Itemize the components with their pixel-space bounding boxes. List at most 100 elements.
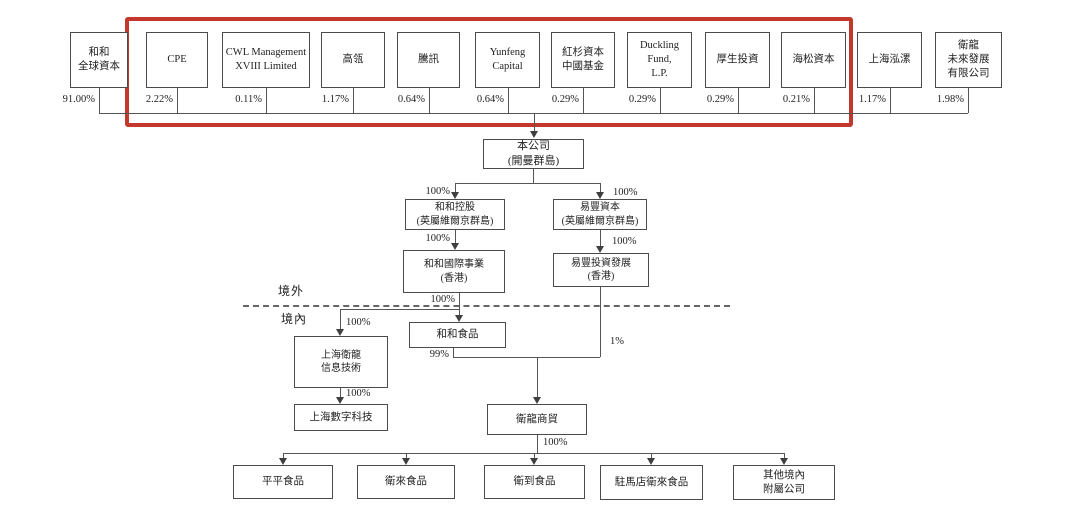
arrowhead-down-icon xyxy=(451,243,459,250)
shareholder-box-haisong: 海松資本 xyxy=(781,32,846,88)
connector-line xyxy=(660,88,662,113)
shareholder-box-shanghai-hong: 上海泓漯 xyxy=(857,32,922,88)
shanghai-digital-box: 上海數字科技 xyxy=(294,404,388,431)
connector-line xyxy=(283,453,285,458)
link-pct: 100% xyxy=(346,317,371,328)
shareholder-box-housheng: 厚生投資 xyxy=(705,32,770,88)
connector-line xyxy=(99,88,101,113)
connector-line xyxy=(814,88,816,113)
subsidiary-box-pingping: 平平食品 xyxy=(233,465,333,499)
arrowhead-down-icon xyxy=(336,329,344,336)
shareholder-box-tencent: 騰訊 xyxy=(397,32,460,88)
connector-line xyxy=(340,388,342,397)
shareholder-box-hillhouse: 高瓴 xyxy=(321,32,385,88)
weilong-trading-box: 衛龍商貿 xyxy=(487,404,587,435)
connector-line xyxy=(453,357,600,359)
hehe-food-box: 和和食品 xyxy=(409,322,506,348)
subsidiary-box-weidao: 衛到食品 xyxy=(484,465,585,499)
arrowhead-down-icon xyxy=(780,458,788,465)
connector-line xyxy=(738,88,740,113)
connector-line xyxy=(537,357,539,397)
connector-bus xyxy=(283,453,784,455)
hehe-intl-box: 和和國際事業 (香港) xyxy=(403,250,505,293)
link-pct: 100% xyxy=(543,437,568,448)
arrowhead-down-icon xyxy=(530,131,538,138)
connector-line xyxy=(455,183,600,185)
connector-line xyxy=(455,183,457,192)
connector-line xyxy=(583,88,585,113)
shareholder-box-cpe: CPE xyxy=(146,32,208,88)
link-pct: 1% xyxy=(610,336,624,347)
region-label-offshore: 境外 xyxy=(278,284,305,298)
connector-line xyxy=(508,88,510,113)
ownership-pct: 1.17% xyxy=(858,94,886,105)
ownership-pct: 0.29% xyxy=(551,94,579,105)
ownership-pct: 91.00% xyxy=(62,94,95,105)
shareholder-box-yunfeng: Yunfeng Capital xyxy=(475,32,540,88)
connector-bus xyxy=(99,113,968,115)
ownership-pct: 1.98% xyxy=(936,94,964,105)
company-box: 本公司 (開曼群島) xyxy=(483,139,584,169)
offshore-onshore-divider xyxy=(243,305,730,307)
ownership-pct: 0.29% xyxy=(628,94,656,105)
subsidiary-box-other: 其他境內 附屬公司 xyxy=(733,465,835,500)
connector-line xyxy=(533,169,535,183)
connector-line xyxy=(784,453,786,458)
link-pct: 100% xyxy=(613,187,638,198)
connector-line xyxy=(600,230,602,246)
link-pct: 100% xyxy=(425,186,451,197)
link-pct: 99% xyxy=(429,349,449,360)
link-pct: 100% xyxy=(430,294,456,305)
connector-line xyxy=(429,88,431,113)
connector-line xyxy=(455,230,457,243)
subsidiary-box-weilai: 衛來食品 xyxy=(357,465,455,499)
arrowhead-down-icon xyxy=(596,192,604,199)
connector-line xyxy=(340,309,342,329)
arrowhead-down-icon xyxy=(533,397,541,404)
shareholder-box-duckling: Duckling Fund, L.P. xyxy=(627,32,692,88)
ownership-pct: 1.17% xyxy=(321,94,349,105)
arrowhead-down-icon xyxy=(402,458,410,465)
connector-line xyxy=(537,435,539,453)
connector-line xyxy=(600,183,602,192)
shanghai-weilong-it-box: 上海衛龍 信息技術 xyxy=(294,336,388,388)
connector-line xyxy=(459,293,461,315)
shareholder-box-hehe-global: 和和 全球資本 xyxy=(70,32,128,88)
ownership-pct: 2.22% xyxy=(145,94,173,105)
connector-line xyxy=(968,88,970,113)
subsidiary-box-zhumadian: 駐馬店衛來食品 xyxy=(600,465,703,500)
connector-line xyxy=(651,453,653,458)
arrowhead-down-icon xyxy=(336,397,344,404)
ownership-pct: 0.64% xyxy=(397,94,425,105)
arrowhead-down-icon xyxy=(647,458,655,465)
yifeng-invest-box: 易豐投資發展 (香港) xyxy=(553,253,649,287)
connector-line xyxy=(534,113,536,132)
shareholder-box-sequoia: 紅杉資本 中國基金 xyxy=(551,32,615,88)
connector-line xyxy=(340,309,459,311)
connector-line xyxy=(406,453,408,458)
arrowhead-down-icon xyxy=(279,458,287,465)
connector-line xyxy=(890,88,892,113)
link-pct: 100% xyxy=(346,388,371,399)
link-pct: 100% xyxy=(612,236,637,247)
hehe-holding-box: 和和控股 (英屬維爾京群島) xyxy=(405,199,505,230)
connector-line xyxy=(453,348,455,357)
shareholder-box-cwl: CWL Management XVIII Limited xyxy=(222,32,310,88)
arrowhead-down-icon xyxy=(455,315,463,322)
ownership-pct: 0.21% xyxy=(782,94,810,105)
connector-line xyxy=(600,287,602,357)
yifeng-capital-box: 易豐資本 (英屬維爾京群島) xyxy=(553,199,647,230)
ownership-pct: 0.64% xyxy=(476,94,504,105)
connector-line xyxy=(266,88,268,113)
link-pct: 100% xyxy=(425,233,451,244)
shareholder-box-weilong-future: 衛龍 未來發展 有限公司 xyxy=(935,32,1002,88)
arrowhead-down-icon xyxy=(530,458,538,465)
connector-line xyxy=(534,453,536,458)
ownership-pct: 0.11% xyxy=(235,94,262,105)
ownership-pct: 0.29% xyxy=(706,94,734,105)
connector-line xyxy=(177,88,179,113)
arrowhead-down-icon xyxy=(596,246,604,253)
connector-line xyxy=(353,88,355,113)
arrowhead-down-icon xyxy=(451,192,459,199)
